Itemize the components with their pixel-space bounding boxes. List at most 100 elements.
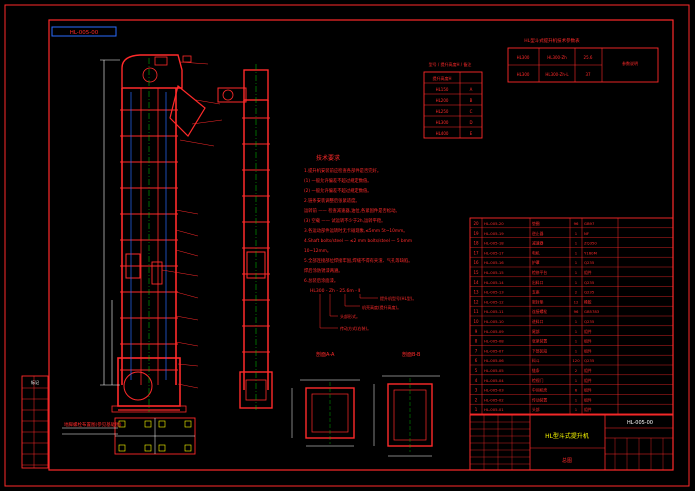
part-number: 14 (473, 280, 479, 285)
part-material: 组件 (584, 388, 592, 393)
section-b: 剖面B-B (373, 351, 440, 457)
part-qty: 1 (575, 280, 578, 285)
section-b-label: 剖面B-B (402, 351, 421, 358)
part-qty: 1 (575, 260, 578, 265)
model-table-cell: C (470, 109, 473, 114)
part-name: 料斗 (532, 358, 540, 363)
revision-block: 标记 (21, 375, 49, 469)
model-table-cell: B (470, 98, 473, 103)
note-line: 10~12mm。 (304, 248, 331, 254)
part-material: ZQ350 (584, 241, 597, 246)
part-name: 下部区段 (532, 348, 547, 353)
part-code: HL-005-07 (484, 348, 504, 353)
part-number: 18 (473, 241, 479, 246)
revision-header: 标记 (31, 379, 39, 385)
part-number: 12 (473, 299, 479, 304)
part-material: Q235 (584, 260, 595, 265)
part-material: 组件 (584, 270, 592, 275)
part-name: 头部 (532, 407, 540, 412)
part-number: 19 (473, 231, 479, 236)
leader-line (179, 139, 215, 147)
technical-notes: 技术要求 1.提升机安装前应检查各部件是否完好。 (1) 一般允许偏差不超过规定… (304, 154, 416, 331)
leader-line (175, 315, 199, 321)
part-number: 2 (475, 397, 478, 402)
leader-line (179, 61, 209, 65)
note-line: 焊后涂防锈漆两遍。 (304, 267, 343, 274)
part-name: 逆止器 (532, 231, 544, 236)
anchor-bolt (184, 444, 192, 452)
model-callout: 机壳高度(提升高度)。 (362, 304, 401, 310)
part-code: HL-005-17 (484, 250, 504, 255)
model-table-cell: D (469, 120, 472, 125)
anchor-bolt (118, 444, 126, 452)
part-name: 检视门 (532, 378, 544, 383)
model-table-cell: HL200 (436, 98, 449, 103)
part-material: GB97 (584, 221, 595, 226)
part-code: HL-005-10 (484, 319, 504, 324)
model-code: HL300 - Zh - 25.6m - Ⅱ (310, 288, 361, 294)
part-number: 20 (473, 221, 479, 226)
leader-line (161, 269, 199, 277)
part-code: HL-005-08 (484, 339, 504, 344)
leader-line (191, 119, 223, 125)
leader-line (175, 209, 199, 215)
model-table-header: 提升高度H (432, 75, 451, 81)
note-line: (2) 一般允许偏差不超过规定数值。 (304, 187, 372, 194)
part-code: HL-005-20 (484, 221, 504, 226)
part-number: 6 (475, 358, 478, 363)
leader-line (177, 383, 199, 389)
parameter-table-heading: HL型斗式提升机技术参数表 (524, 37, 580, 44)
part-code: HL-005-15 (484, 270, 504, 275)
model-table-cell: HL400 (436, 131, 449, 136)
note-line: 2.链条安装调整后张紧适度。 (304, 197, 360, 204)
part-material: Q235 (584, 290, 595, 295)
model-table-cell: A (470, 87, 473, 92)
part-qty: 2 (575, 290, 578, 295)
anchor-bolt (144, 420, 152, 428)
part-name: 链条 (532, 368, 540, 373)
anchor-bolt (158, 444, 166, 452)
title-block: HL型斗式提升机 总图 HL-005-00 (469, 414, 674, 471)
outer-frame (4, 4, 690, 487)
leader-line (195, 99, 221, 105)
section-a-label: 剖面A-A (316, 351, 335, 358)
model-table-cell: HL150 (436, 87, 449, 92)
parameter-cell: HL300-Zh-L (545, 72, 569, 77)
part-name: 电机 (532, 250, 540, 255)
part-material: 组件 (584, 348, 592, 353)
foundation-plan: 地脚螺栓布置图(参见基础图) (62, 417, 196, 455)
part-material: Q235 (584, 319, 595, 324)
part-number: 17 (473, 250, 479, 255)
part-name: 尾部 (532, 329, 540, 334)
part-material: 橡胶 (584, 299, 592, 304)
part-qty: 6 (575, 388, 578, 393)
anchor-bolt (144, 444, 152, 452)
parameter-cell: 25.6 (584, 55, 593, 60)
model-table-cell: HL250 (436, 109, 449, 114)
part-code: HL-005-06 (484, 358, 504, 363)
note-line: 5.全部连接部位焊接牢固,焊缝不得有夹渣、气孔等缺陷。 (304, 257, 413, 264)
part-code: HL-005-11 (484, 309, 504, 314)
note-line: 1.提升机安装前应检查各部件是否完好。 (304, 167, 381, 174)
part-name: 张紧装置 (532, 339, 547, 344)
model-table-title: 型号 / 提升高度H / 备注 (429, 61, 472, 67)
parameter-cell: 37 (585, 72, 591, 77)
model-callout: 头部形式。 (340, 313, 360, 319)
part-name: 进料口 (532, 319, 544, 324)
part-code: HL-005-13 (484, 290, 504, 295)
part-qty: 12 (574, 299, 579, 304)
part-material: 组件 (584, 407, 592, 412)
part-code: HL-005-02 (484, 397, 504, 402)
section-a: 剖面A-A (291, 351, 360, 447)
part-qty: 1 (575, 270, 578, 275)
model-callout: 提升机型号(HL型)。 (380, 295, 416, 301)
parameter-cell: HL300 (517, 55, 530, 60)
part-material: Q235 (584, 358, 595, 363)
part-number: 15 (473, 270, 479, 275)
part-material: 组件 (584, 368, 592, 373)
part-material: 组件 (584, 397, 592, 402)
part-number: 8 (475, 339, 478, 344)
part-material: 组件 (584, 378, 592, 383)
